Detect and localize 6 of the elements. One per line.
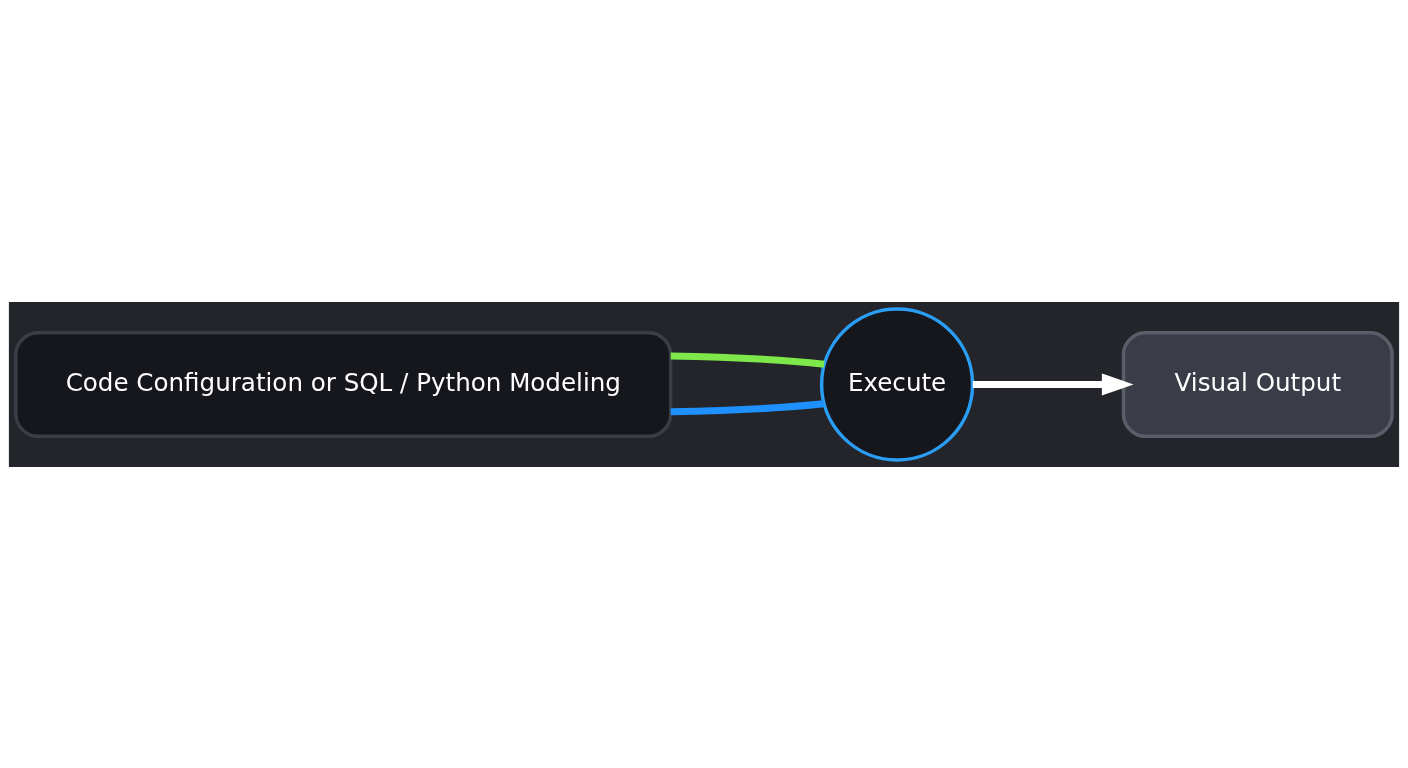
node-circle: Execute <box>819 306 975 462</box>
node-box: Visual Output <box>1121 330 1394 438</box>
connector <box>670 399 824 415</box>
connector <box>670 351 825 368</box>
arrow <box>972 372 1134 396</box>
node-box: Code Configuration or SQL / Python Modeling <box>14 330 673 438</box>
